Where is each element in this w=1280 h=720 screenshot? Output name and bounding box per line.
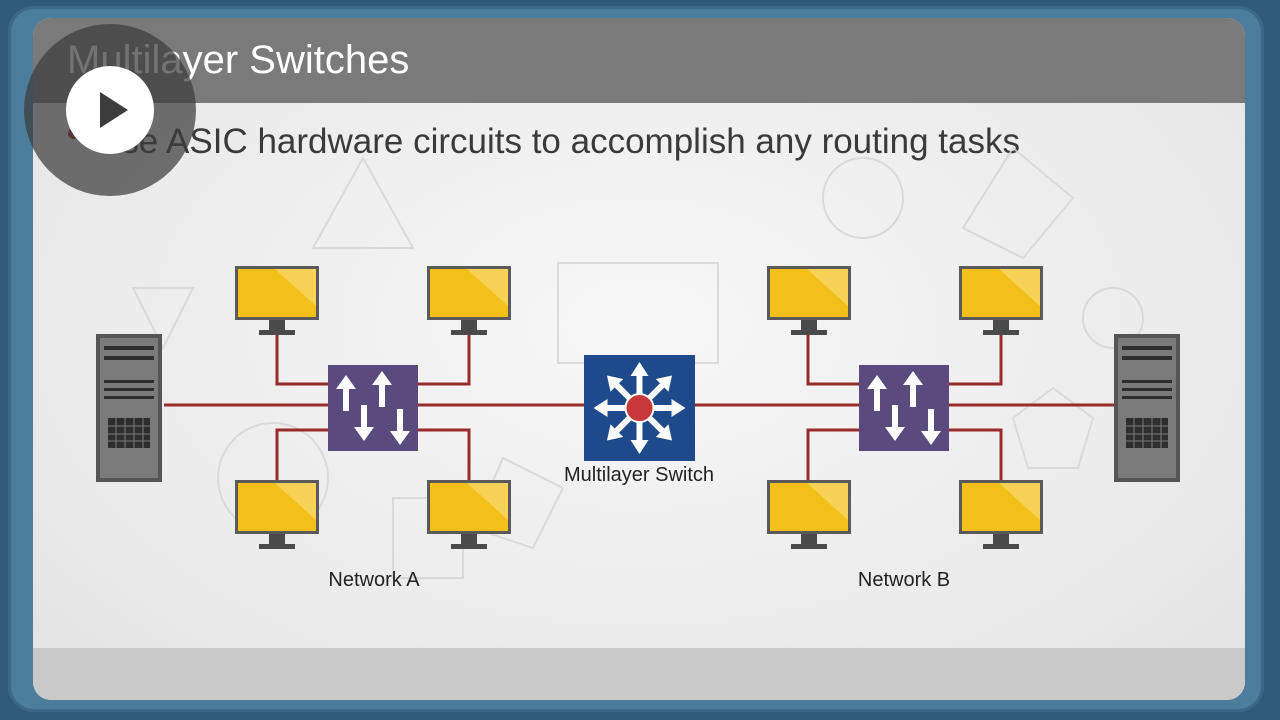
bottom-bar [33, 648, 1245, 700]
slide: Multilayer Switches Use ASIC hardware ci… [33, 18, 1245, 700]
server-left [95, 333, 163, 483]
workstation-a1 [235, 266, 319, 335]
network-a-label: Network A [328, 569, 420, 591]
workstation-b2 [959, 266, 1043, 335]
connection-lines [164, 335, 1114, 482]
multilayer-switch-icon [584, 355, 695, 461]
workstation-a3 [235, 480, 319, 549]
workstation-b1 [767, 266, 851, 335]
multilayer-switch-label: Multilayer Switch [564, 464, 714, 486]
play-overlay[interactable] [24, 24, 196, 196]
switch-network-b [859, 365, 949, 451]
play-button[interactable] [66, 66, 154, 154]
workstation-b4 [959, 480, 1043, 549]
bullet-text: Use ASIC hardware circuits to accomplish… [96, 122, 1020, 161]
network-diagram: Multilayer Switch Network A Network B [95, 146, 1181, 591]
network-b-label: Network B [858, 569, 950, 591]
workstation-b3 [767, 480, 851, 549]
server-right [1113, 333, 1181, 483]
workstation-a2 [427, 266, 511, 335]
play-icon [100, 92, 128, 128]
switch-network-a [328, 365, 418, 451]
workstation-a4 [427, 480, 511, 549]
title-bar: Multilayer Switches [33, 18, 1245, 103]
